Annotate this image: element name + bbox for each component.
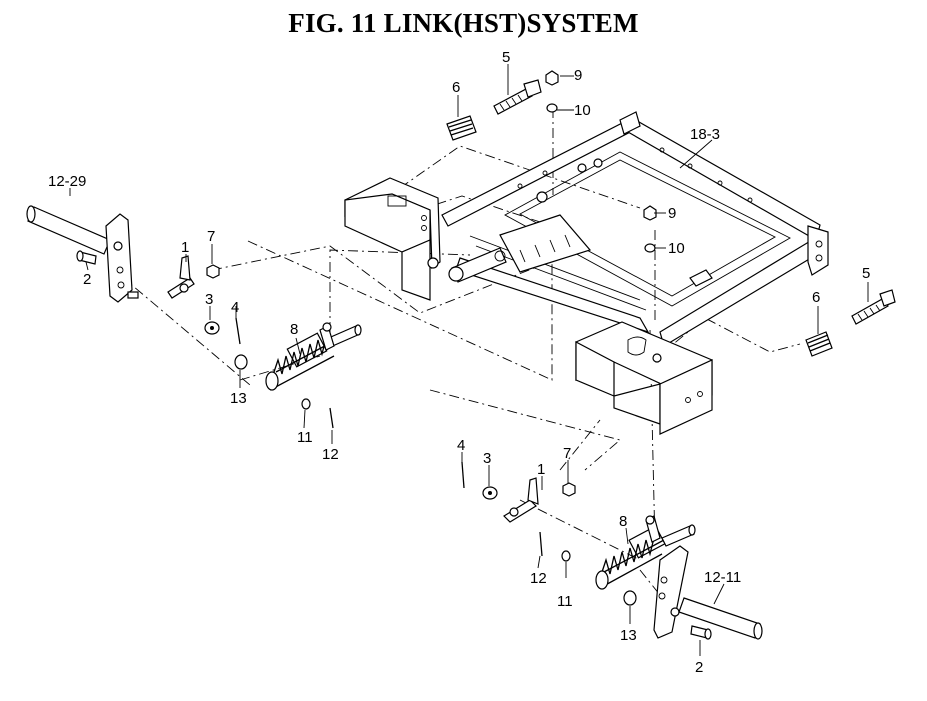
callout-12-29: 12-29: [48, 173, 86, 190]
figure-title: FIG. 11 LINK(HST)SYSTEM: [288, 8, 639, 38]
callout-8-left: 8: [290, 321, 298, 338]
callout-6-right: 6: [812, 289, 820, 306]
callout-9-top: 9: [574, 67, 582, 84]
right-bolt-spring-group: [805, 289, 896, 357]
callout-3-right: 3: [483, 450, 491, 467]
callout-8-right: 8: [619, 513, 627, 530]
callout-1-right: 1: [537, 461, 545, 478]
right-link-assembly: [461, 461, 763, 640]
callout-3-left: 3: [205, 291, 213, 308]
callout-18-3: 18-3: [690, 126, 720, 143]
callout-11-right: 11: [557, 593, 573, 610]
callout-7-left: 7: [207, 228, 215, 245]
callout-4-right: 4: [457, 437, 465, 454]
callout-6-top: 6: [452, 79, 460, 96]
main-frame: [441, 111, 829, 347]
callout-4-left: 4: [231, 299, 239, 316]
callout-12-11: 12-11: [704, 569, 741, 586]
callout-13-right: 13: [620, 627, 637, 644]
left-link-assembly: [26, 205, 362, 429]
callout-12-right: 12: [530, 570, 547, 587]
leader-lines: [69, 64, 869, 656]
callout-2-right: 2: [695, 659, 703, 676]
callout-11-left: 11: [297, 429, 313, 446]
callout-labels: 12-29 2 1 7 3 4 8 13 11 12 6 5 9 10 18-3…: [48, 49, 870, 676]
callout-2-left: 2: [83, 271, 91, 288]
callout-12-left: 12: [322, 446, 339, 463]
left-stay-bracket: [344, 177, 592, 301]
callout-9-mid: 9: [668, 205, 676, 222]
callout-5-right: 5: [862, 265, 870, 282]
callout-1-left: 1: [181, 239, 189, 256]
callout-13-left: 13: [230, 390, 247, 407]
callout-5-top: 5: [502, 49, 510, 66]
assembly-lines: [119, 108, 801, 596]
callout-10-mid: 10: [668, 240, 685, 257]
callout-10-top: 10: [574, 102, 591, 119]
callout-7-right: 7: [563, 445, 571, 462]
right-stay-bracket: [575, 321, 713, 435]
